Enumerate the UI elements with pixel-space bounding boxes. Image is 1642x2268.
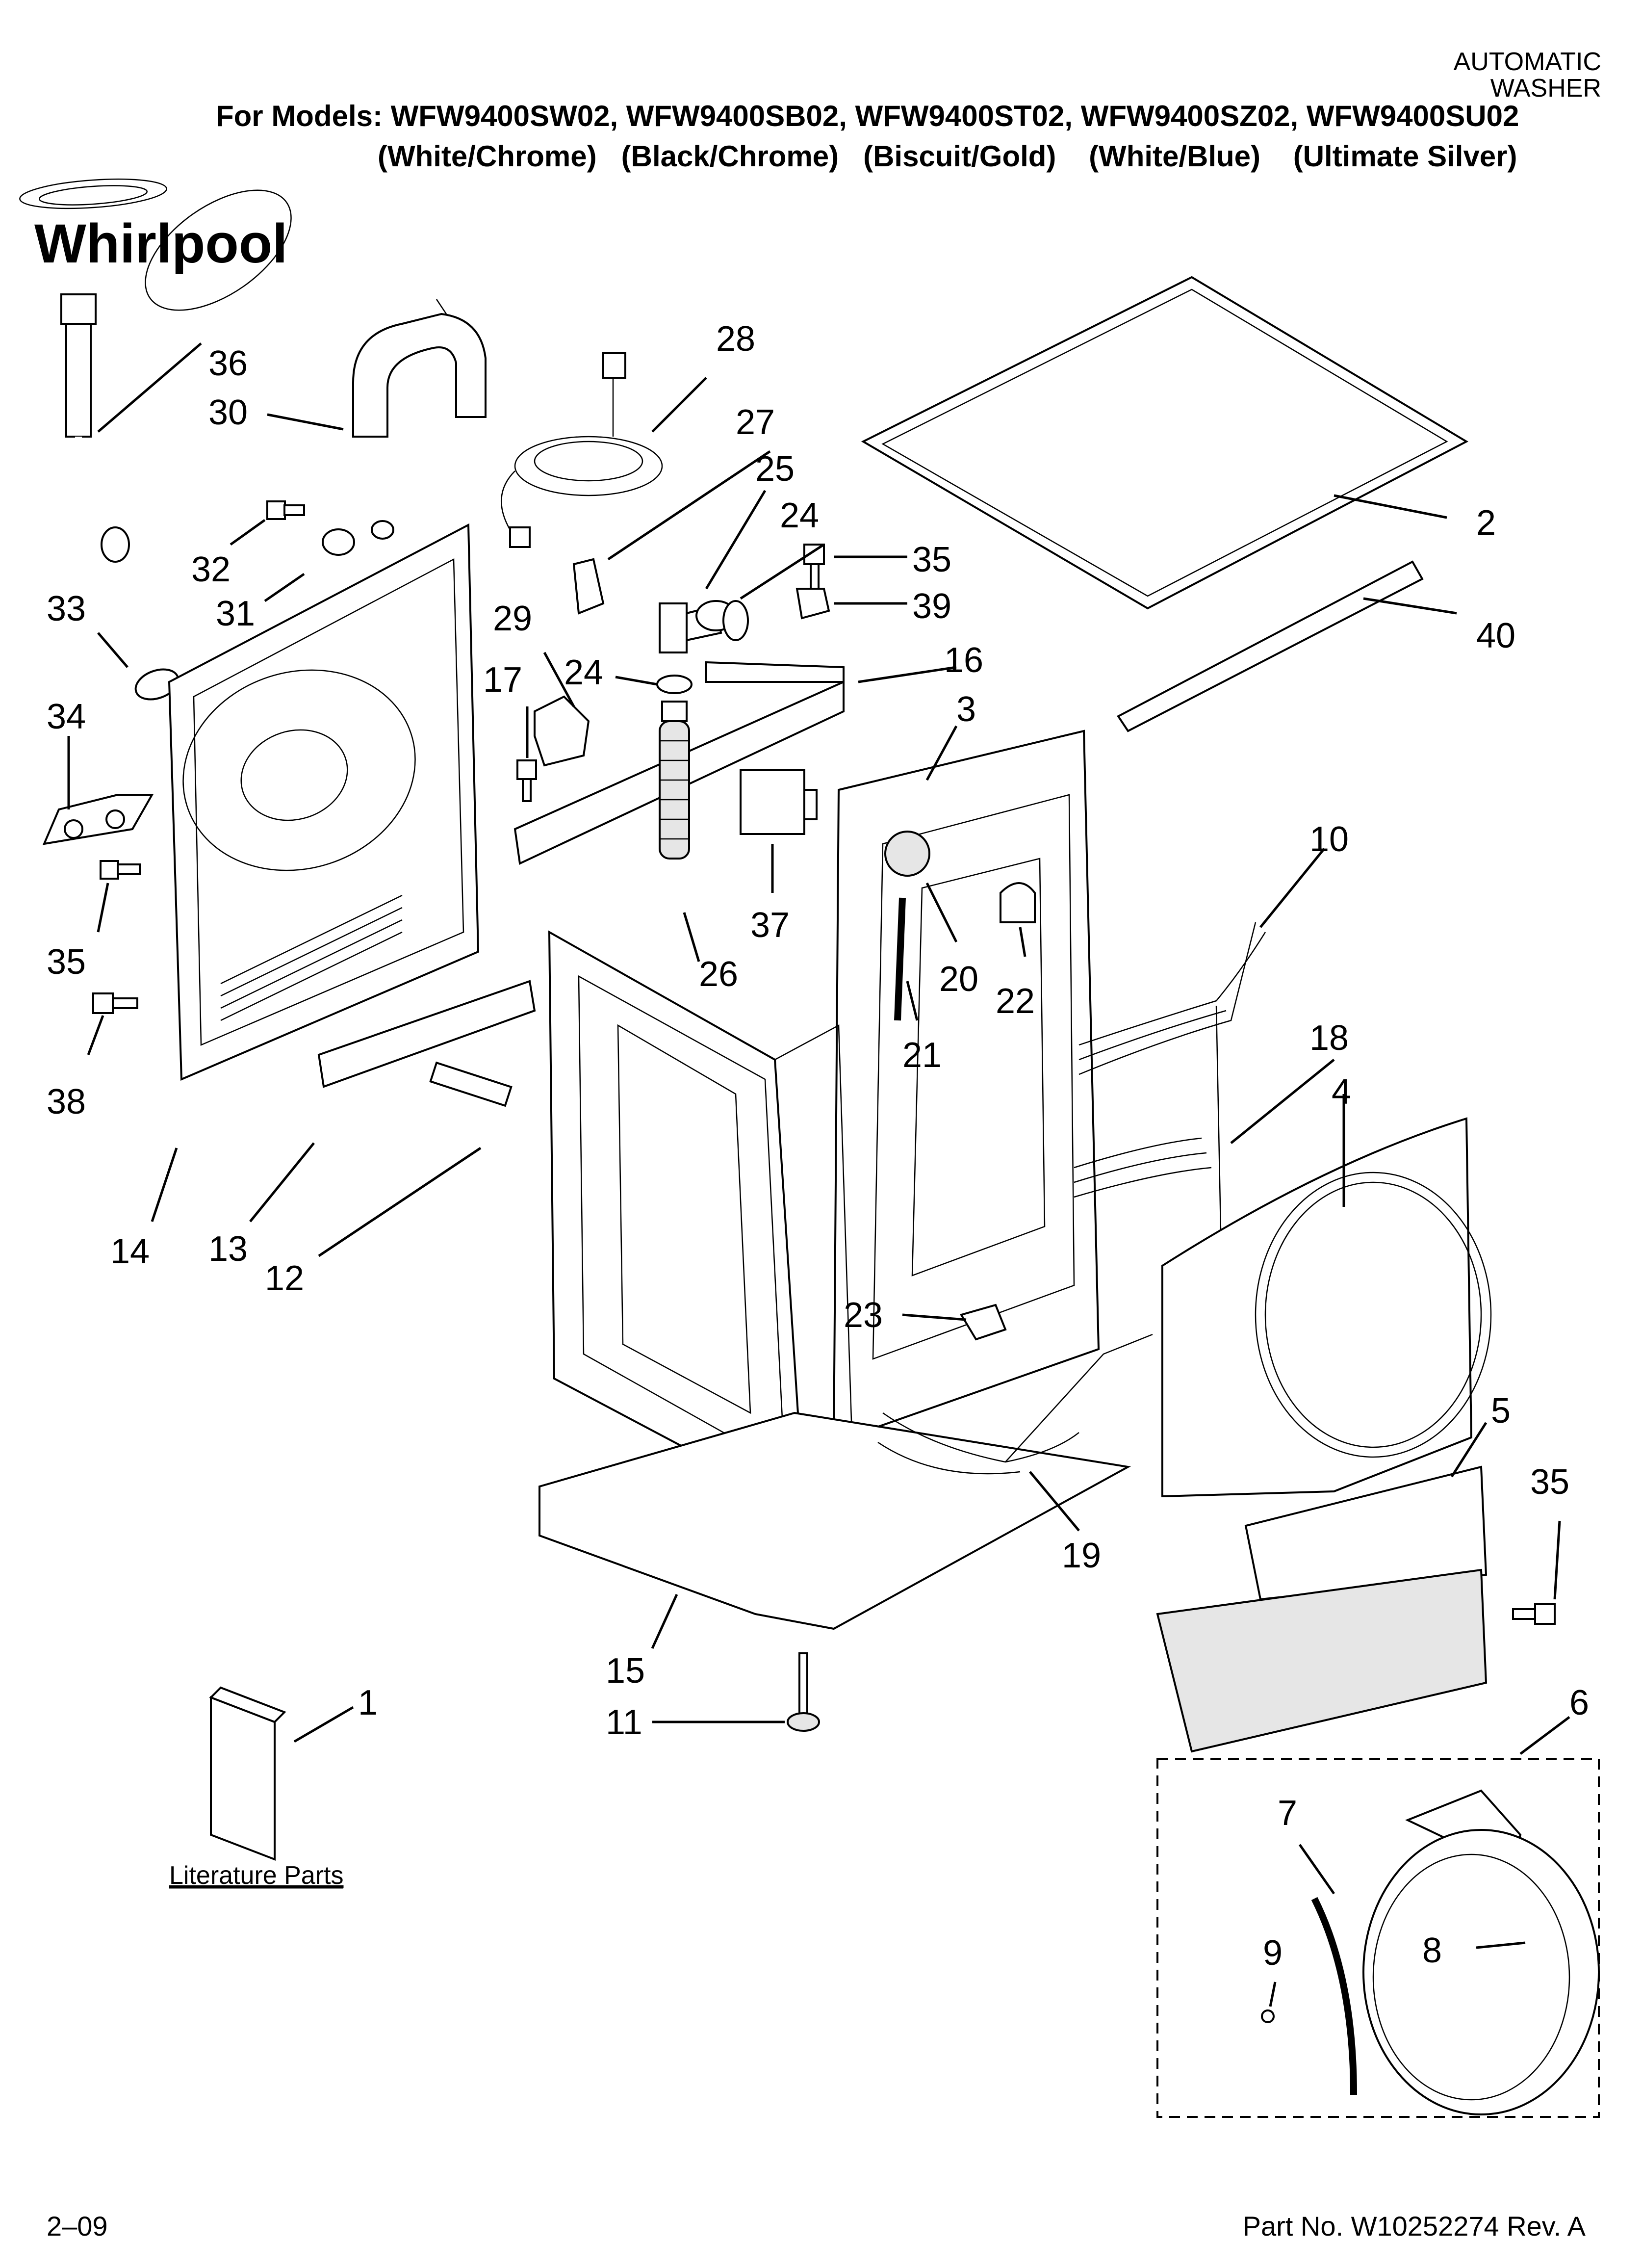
callout-10: 10: [1309, 820, 1349, 859]
callout-17: 17: [483, 660, 522, 700]
callout-13: 13: [208, 1229, 248, 1269]
callout-8: 8: [1422, 1931, 1442, 1970]
part-24-clamp-b: [656, 675, 693, 694]
callout-31: 31: [216, 594, 255, 633]
callout-23: 23: [844, 1296, 883, 1335]
callout-36: 36: [208, 344, 248, 383]
callout-5: 5: [1491, 1391, 1511, 1431]
callout-9: 9: [1263, 1933, 1283, 1973]
callout-26: 26: [699, 955, 738, 994]
part-40-strap: [1117, 560, 1424, 732]
callout-19: 19: [1062, 1536, 1101, 1575]
callout-27: 27: [736, 403, 775, 442]
callout-30: 30: [208, 393, 248, 432]
callout-1: 1: [358, 1683, 378, 1722]
part-26-drain-hose: [659, 701, 690, 860]
callout-22: 22: [996, 982, 1035, 1021]
part-17-screw: [516, 759, 537, 802]
part-10-wire-harness: [1078, 922, 1266, 1256]
leader-lines: [67, 342, 1570, 2007]
callout-4: 4: [1332, 1072, 1351, 1112]
footer-date: 2–09: [47, 2211, 108, 2242]
callout-35-left: 35: [47, 942, 86, 982]
part-24-clamp-a: [722, 600, 749, 641]
callout-6: 6: [1569, 1683, 1589, 1722]
part-36-inlet-hose: [60, 293, 130, 563]
callout-15: 15: [606, 1651, 645, 1691]
callout-16: 16: [944, 641, 983, 680]
callout-2: 2: [1476, 503, 1496, 543]
part-14-rear-panel: [168, 523, 480, 1081]
part-27-strain-relief: [572, 558, 605, 615]
callout-39: 39: [912, 587, 951, 626]
colors-line: (White/Chrome) (Black/Chrome) (Biscuit/G…: [378, 140, 1517, 173]
part-34-hose-holder: [42, 794, 154, 845]
part-23-clip: [959, 1303, 1007, 1341]
part-39-clip: [795, 588, 830, 620]
callout-7: 7: [1278, 1794, 1297, 1833]
part-9-screw: [1261, 2009, 1275, 2023]
callout-29: 29: [493, 599, 532, 638]
part-8-door-frame: [1362, 1789, 1600, 2115]
part-15-base: [539, 1411, 1131, 1630]
part-37-module: [740, 769, 818, 835]
part-38-screw: [92, 992, 138, 1014]
part-32-screw: [266, 500, 305, 520]
callout-14: 14: [110, 1232, 150, 1271]
callout-28: 28: [716, 319, 755, 359]
callout-40: 40: [1476, 616, 1515, 655]
literature-parts-label: Literature Parts: [169, 1861, 344, 1890]
callout-37: 37: [750, 906, 790, 945]
part-7-hinge: [1311, 1897, 1357, 2095]
part-5-toe-panel: [1156, 1465, 1488, 1753]
part-30-hose-guide: [352, 299, 487, 438]
footer-part-number: Part No. W10252274 Rev. A: [1242, 2211, 1586, 2242]
callout-21: 21: [902, 1036, 942, 1075]
callout-3: 3: [956, 690, 976, 729]
part-2-top-cover: [861, 276, 1469, 610]
part-3-cabinet-side: [832, 730, 1100, 1444]
callout-11: 11: [606, 1703, 642, 1742]
part-35-screw-a: [100, 860, 141, 880]
callout-labels: 36 30 32 31 33 34 35 38 14 13 12 28 27 2…: [47, 319, 1589, 1973]
part-4-front-panel: [1161, 1117, 1492, 1498]
part-19-wire-harness: [877, 1333, 1153, 1475]
part-13-bracket: [317, 980, 536, 1088]
part-28-power-cord: [501, 352, 663, 548]
callout-25: 25: [755, 449, 795, 489]
whirlpool-logo: Whirlpool: [19, 178, 292, 311]
callout-18: 18: [1309, 1018, 1349, 1058]
part-6-group-box: [1156, 1758, 1600, 2118]
part-18-wire-harness: [1074, 1137, 1212, 1198]
callout-24-right: 24: [780, 496, 819, 535]
part-35-screw-c: [1512, 1603, 1556, 1625]
models-line: For Models: WFW9400SW02, WFW9400SB02, WF…: [216, 100, 1519, 132]
part-1-literature: [209, 1686, 286, 1861]
doc-type-line-1: AUTOMATIC: [1453, 48, 1601, 76]
part-12-heater: [429, 1061, 513, 1107]
logo-text: Whirlpool: [34, 213, 287, 274]
callout-20: 20: [939, 960, 978, 999]
callout-35-top: 35: [912, 540, 951, 579]
callout-24-left: 24: [564, 653, 603, 692]
callout-38: 38: [47, 1082, 86, 1121]
part-29-clamp: [534, 695, 590, 767]
part-11-leveling-leg: [787, 1652, 820, 1732]
callout-35-right: 35: [1530, 1462, 1569, 1502]
callout-32: 32: [191, 550, 231, 589]
callout-33: 33: [47, 589, 86, 628]
callout-12: 12: [265, 1259, 304, 1298]
callout-34: 34: [47, 697, 86, 736]
doc-type-line-2: WASHER: [1490, 74, 1601, 103]
part-31-clip: [322, 520, 394, 556]
